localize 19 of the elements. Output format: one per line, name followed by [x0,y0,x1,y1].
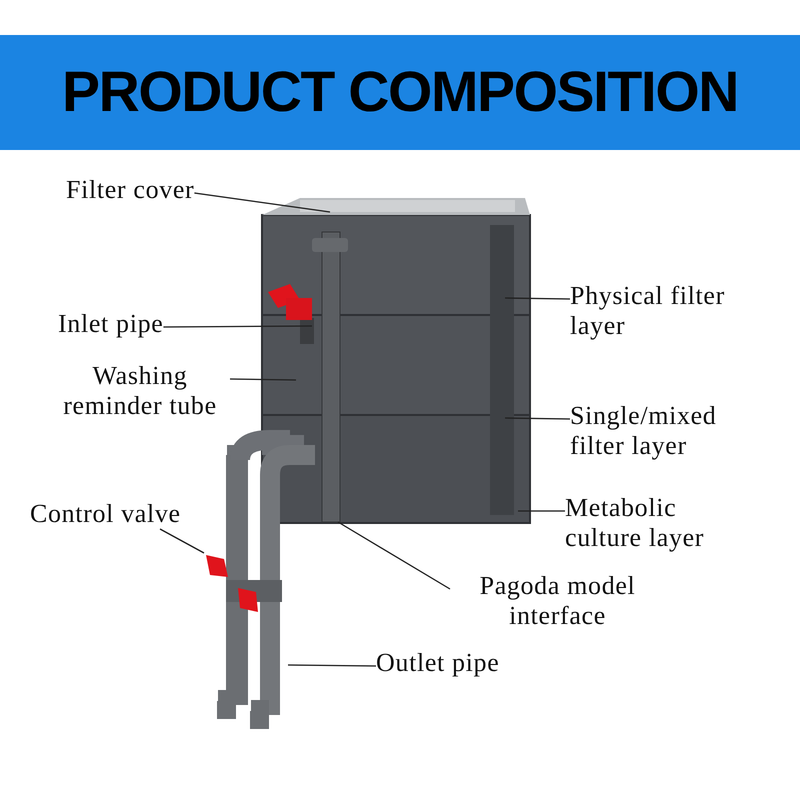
title-banner: PRODUCT COMPOSITION [0,35,800,150]
part-label: Washing reminder tube [62,361,218,421]
part-label: Inlet pipe [58,309,164,339]
leader-line [160,528,204,554]
leader-line [504,417,570,420]
leader-line [230,378,296,381]
part-label: Control valve [30,499,181,529]
leader-line [518,510,565,512]
part-label: Filter cover [66,175,194,205]
leader-line [163,325,312,328]
leader-line [504,297,570,300]
part-label: Physical filter layer [570,281,726,341]
part-label: Single/mixed filter layer [570,401,718,461]
part-label: Metabolic culture layer [565,493,706,553]
part-label: Outlet pipe [376,648,500,678]
leader-line [338,521,450,590]
leader-line [194,192,330,213]
leader-line [288,664,376,667]
part-label: Pagoda model interface [478,571,636,631]
